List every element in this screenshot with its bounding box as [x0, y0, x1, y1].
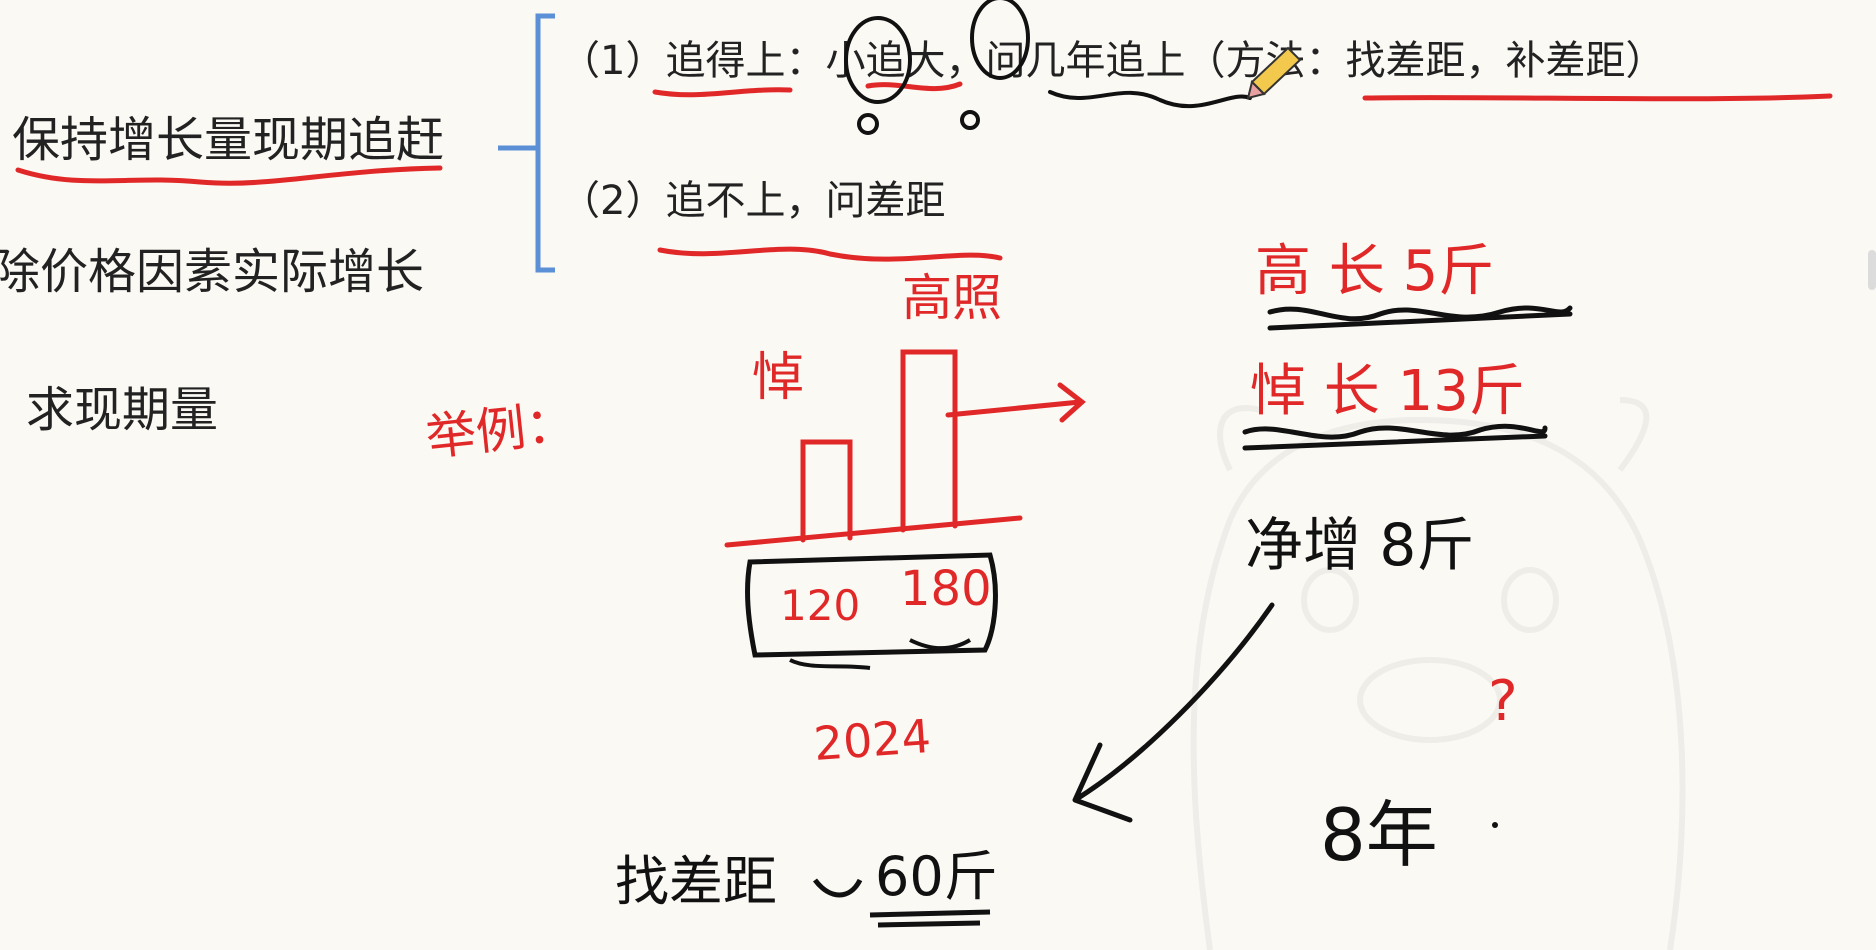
bar-sketch [724, 349, 1086, 548]
values-box-underline [789, 638, 972, 670]
bar2-label: 高照 [902, 269, 1002, 327]
years-answer: 8年 [1320, 793, 1438, 877]
bar1-value: 120 [780, 581, 860, 630]
bar1-label: 悼 [752, 348, 804, 408]
scrollbar[interactable] [1868, 250, 1876, 290]
mindmap-branch-2: （2）追不上，问差距 [560, 178, 946, 224]
note-underlines [1242, 305, 1573, 451]
mascot-watermark [1190, 397, 1686, 950]
gap-value-underline [869, 909, 991, 928]
dot-mark [1492, 822, 1498, 828]
gap-value: 60斤 [875, 845, 998, 908]
values-box [745, 552, 998, 658]
gao-growth-note: 高 长 5斤 [1255, 239, 1494, 304]
curved-arrow [1072, 602, 1275, 823]
mindmap-item-current-quantity: 求现期量 [26, 382, 219, 438]
example-label: 举例： [423, 394, 578, 467]
net-gain-note: 净增 8斤 [1245, 511, 1474, 579]
dao-growth-note: 悼 长 13斤 [1250, 359, 1525, 424]
mindmap-root: 保持增长量现期追赶 [12, 112, 445, 168]
year-label: 2024 [812, 709, 933, 771]
bar2-value: 180 [900, 561, 992, 617]
mindmap-item-price-factor: 除价格因素实际增长 [0, 244, 425, 300]
find-gap-note: 找差距 [615, 850, 777, 913]
arrow-symbol [813, 878, 863, 898]
question-mark: ? [1488, 669, 1518, 734]
mindmap-bracket [498, 13, 555, 273]
mindmap-branch-1: （1）追得上：小追大，问几年追上（方法：找差距，补差距） [560, 38, 1666, 84]
